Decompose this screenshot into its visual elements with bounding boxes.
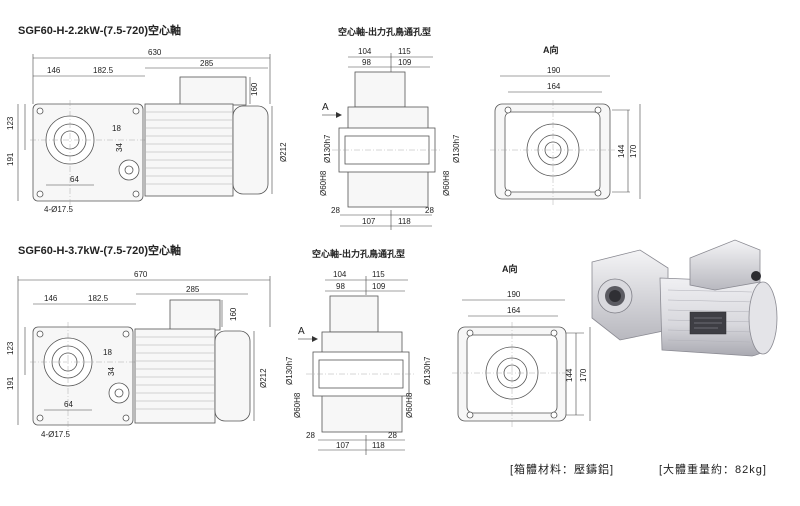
arrow-a-bottom: A (298, 326, 305, 337)
dim-64-top: 64 (70, 175, 79, 184)
dim-34-top: 34 (115, 143, 124, 152)
dim-170-top: 170 (629, 144, 638, 158)
dim-107-bottom: 107 (336, 441, 350, 450)
dim-18-top: 18 (112, 124, 121, 133)
hollow-title-top: 空心軸-出力孔鳥通孔型 (338, 27, 431, 37)
dim-160-top: 160 (250, 82, 259, 96)
dim-98-top: 98 (362, 58, 371, 67)
dim-109-bottom: 109 (372, 282, 386, 291)
model-title-top: SGF60-H-2.2kW-(7.5-720)空心軸 (18, 25, 181, 37)
dim-overall-bottom: 670 (134, 270, 148, 279)
dim-115-top: 115 (398, 47, 411, 56)
dim-285-top: 285 (200, 59, 214, 68)
dim-28-left-top: 28 (331, 206, 340, 215)
dim-146-top: 146 (47, 66, 61, 75)
dim-144-bottom: 144 (565, 368, 574, 382)
dim-28-left-bottom: 28 (306, 431, 315, 440)
dim-146-bottom: 146 (44, 294, 58, 303)
shaft-130-left-top: Ø130h7 (323, 134, 332, 163)
dim-191-bottom: 191 (6, 376, 15, 390)
shaft-130-left-bottom: Ø130h7 (285, 356, 294, 385)
dim-212-top: Ø212 (279, 142, 288, 162)
bore-60-left-bottom: Ø60H8 (293, 392, 302, 418)
dim-285-bottom: 285 (186, 285, 200, 294)
shaft-130-right-top: Ø130h7 (452, 134, 461, 163)
dim-170-bottom: 170 (579, 368, 588, 382)
dim-98-bottom: 98 (336, 282, 345, 291)
dim-28-right-bottom: 28 (388, 431, 397, 440)
bore-60-right-top: Ø60H8 (442, 170, 451, 196)
dim-144-top: 144 (617, 144, 626, 158)
dim-212-bottom: Ø212 (259, 368, 268, 388)
dim-115-bottom: 115 (372, 270, 385, 279)
dim-64-bottom: 64 (64, 400, 73, 409)
side-view-top: 630 146 182.5 285 160 123 191 18 (6, 48, 288, 214)
view-a-top: 190 164 144 170 (490, 66, 641, 205)
dim-104-top: 104 (358, 47, 372, 56)
model-title-bottom: SGF60-H-3.7kW-(7.5-720)空心軸 (18, 245, 181, 257)
dim-164-top: 164 (547, 82, 561, 91)
bore-60-right-bottom: Ø60H8 (405, 392, 414, 418)
dim-28-right-top: 28 (425, 206, 434, 215)
arrow-a-top: A (322, 102, 329, 113)
shaft-130-right-bottom: Ø130h7 (423, 356, 432, 385)
dim-107-top: 107 (362, 217, 376, 226)
dim-109-top: 109 (398, 58, 412, 67)
dim-191-top: 191 (6, 152, 15, 166)
dim-118-bottom: 118 (372, 441, 385, 450)
dim-18-bottom: 18 (103, 348, 112, 357)
dim-overall-top: 630 (148, 48, 162, 57)
dim-164-bottom: 164 (507, 306, 521, 315)
view-a-bottom: 190 164 144 170 (452, 290, 591, 428)
dim-118-top: 118 (398, 217, 411, 226)
dim-190-bottom: 190 (507, 290, 521, 299)
dim-123-top: 123 (6, 116, 15, 130)
dim-160-bottom: 160 (229, 307, 238, 321)
material-note: [箱體材料：壓鑄鋁] (510, 464, 615, 476)
dim-34-bottom: 34 (107, 367, 116, 376)
bore-60-left-top: Ø60H8 (319, 170, 328, 196)
hollow-view-top: 104 115 98 109 A Ø130h7 Ø130h7 Ø60H8 Ø60… (319, 47, 461, 230)
gear-motor-illustration (591, 239, 778, 357)
weight-note: [大體重量約：82kg] (659, 464, 767, 476)
dim-holes-top: 4-Ø17.5 (44, 205, 73, 214)
dim-182-top: 182.5 (93, 66, 114, 75)
view-a-title-top: A向 (543, 45, 559, 55)
dim-190-top: 190 (547, 66, 561, 75)
view-a-title-bottom: A向 (502, 264, 518, 274)
side-view-bottom: 670 146 182.5 285 160 123 191 18 (6, 270, 271, 439)
dim-104-bottom: 104 (333, 270, 347, 279)
dim-182-bottom: 182.5 (88, 294, 109, 303)
hollow-title-bottom: 空心軸-出力孔鳥通孔型 (312, 249, 405, 259)
dim-123-bottom: 123 (6, 341, 15, 355)
dim-holes-bottom: 4-Ø17.5 (41, 430, 70, 439)
hollow-view-bottom: 104 115 98 109 A Ø130h7 Ø130h7 Ø60H8 Ø60… (285, 270, 432, 455)
